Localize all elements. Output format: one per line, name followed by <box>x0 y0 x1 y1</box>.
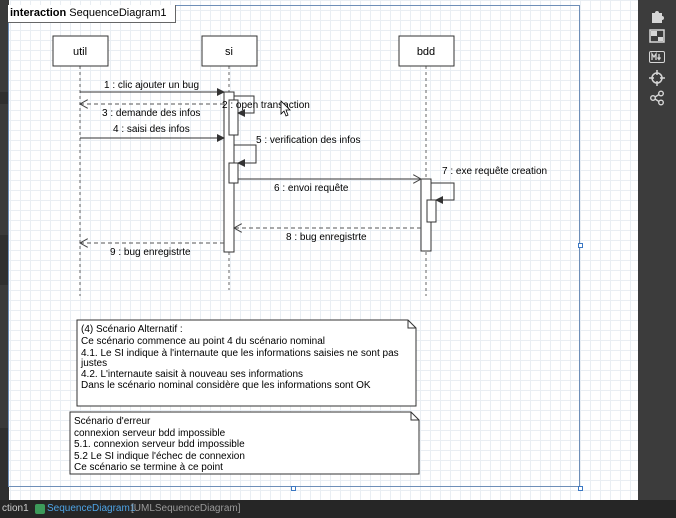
sequence-diagram: util si bdd 1 : clic ajouter un bug 2 : … <box>52 35 547 475</box>
message-5-label: 5 : verification des infos <box>256 135 361 146</box>
message-8-label: 8 : bug enregistrte <box>286 232 367 243</box>
note-1-line-2: Ce scénario commence au point 4 du scéna… <box>81 336 325 347</box>
activation-si-self-2[interactable] <box>228 162 239 184</box>
note-2-line-5: Ce scénario se termine à ce point <box>74 462 223 473</box>
lifeline-bdd-label: bdd <box>417 46 435 58</box>
note-2-line-4: 5.2 Le SI indique l'échec de connexion <box>74 451 245 462</box>
frame-resize-handle-corner[interactable] <box>578 486 583 491</box>
message-2-arrow[interactable] <box>234 95 255 117</box>
lifeline-bdd[interactable]: bdd <box>398 35 455 67</box>
message-1-label: 1 : clic ajouter un bug <box>104 80 199 91</box>
note-alternative-scenario[interactable]: (4) Scénario Alternatif : Ce scénario co… <box>76 319 417 407</box>
note-1-line-5: 4.2. L'internaute saisit à nouveau ses i… <box>81 369 303 380</box>
note-1-line-4: justes <box>80 358 107 369</box>
layout-icon[interactable] <box>646 29 668 49</box>
lifeline-si[interactable]: si <box>201 35 258 67</box>
note-1-line-3: 4.1. Le SI indique à l'internaute que le… <box>81 348 399 359</box>
share-icon[interactable] <box>646 90 668 110</box>
status-tab-diagram[interactable]: SequenceDiagram1 <box>47 503 136 514</box>
frame-resize-handle-right[interactable] <box>578 243 583 248</box>
note-1-line-1: (4) Scénario Alternatif : <box>81 324 183 335</box>
left-panel-edge <box>0 0 9 500</box>
message-9-label: 9 : bug enregistrte <box>110 247 191 258</box>
message-2-label: 2 : open transaction <box>222 100 310 111</box>
frame-resize-handle-bottom[interactable] <box>291 486 296 491</box>
status-diagram-type: [UMLSequenceDiagram] <box>131 503 241 514</box>
puzzle-icon[interactable] <box>646 8 668 28</box>
message-4-label: 4 : saisi des infos <box>113 124 190 135</box>
message-7-label: 7 : exe requête creation <box>442 166 547 177</box>
note-1-line-6: Dans le scénario nominal considère que l… <box>81 380 371 391</box>
crosshair-icon[interactable] <box>646 70 668 90</box>
message-5-arrow[interactable] <box>234 144 257 167</box>
note-error-scenario[interactable]: Scénario d'erreur connexion serveur bdd … <box>69 411 420 475</box>
message-3-label: 3 : demande des infos <box>102 108 200 119</box>
note-2-line-3: 5.1. connexion serveur bdd impossible <box>74 439 245 450</box>
status-bar: ction1 SequenceDiagram1 [UMLSequenceDiag… <box>0 500 676 518</box>
status-left-text: ction1 <box>2 503 29 514</box>
markdown-icon[interactable] <box>646 49 668 69</box>
frame-title-tab: interaction SequenceDiagram1 <box>8 5 176 23</box>
activation-bdd-self[interactable] <box>426 199 437 223</box>
diagram-tab-icon <box>35 504 45 514</box>
note-2-line-2: connexion serveur bdd impossible <box>74 428 226 439</box>
lifeline-si-label: si <box>225 46 233 58</box>
left-panel-segment <box>0 235 9 285</box>
right-toolbar <box>638 0 676 500</box>
lifeline-util[interactable]: util <box>52 35 109 67</box>
left-panel-segment <box>0 92 9 104</box>
frame-name: SequenceDiagram1 <box>69 7 167 19</box>
lifeline-util-label: util <box>73 46 87 58</box>
note-2-line-1: Scénario d'erreur <box>74 416 151 427</box>
activation-si-self-1[interactable] <box>228 99 239 136</box>
message-6-label: 6 : envoi requête <box>274 183 349 194</box>
message-7-arrow[interactable] <box>431 182 455 204</box>
mouse-cursor-icon <box>280 100 291 117</box>
left-panel-segment <box>0 428 9 500</box>
frame-keyword: interaction <box>10 7 67 19</box>
